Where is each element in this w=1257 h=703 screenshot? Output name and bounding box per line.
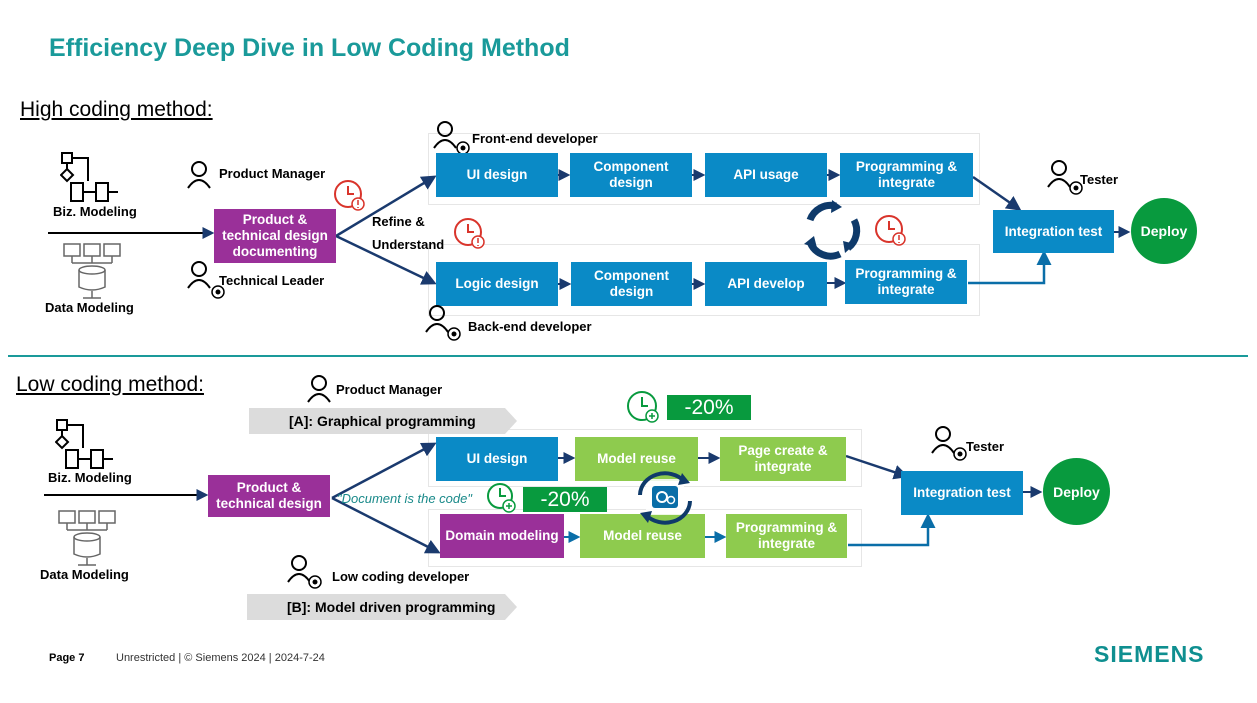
technical-leader-label: Technical Leader [219, 273, 325, 288]
deploy-circle: Deploy [1131, 198, 1197, 264]
step-domain-modeling: Domain modeling [440, 514, 564, 558]
frontend-frame [428, 133, 980, 205]
page-number: Page 7 [49, 652, 85, 664]
low-biz-modeling-label: Biz. Modeling [48, 470, 132, 485]
biz-modeling-icon [60, 152, 118, 202]
low-product-manager-label: Product Manager [336, 382, 443, 397]
clock-icon [875, 215, 906, 246]
step-api-usage: API usage [705, 153, 827, 197]
data-modeling-label: Data Modeling [45, 300, 134, 315]
clock-icon [627, 391, 659, 423]
page-title: Efficiency Deep Dive in Low Coding Metho… [49, 34, 570, 62]
reduction-badge: -20% [523, 487, 607, 512]
chevron-model-driven: [B]: Model driven programming [247, 594, 517, 620]
low-deploy-circle: Deploy [1043, 458, 1110, 525]
step-ui-design-low: UI design [436, 437, 558, 481]
technical-leader-icon [187, 261, 225, 299]
low-data-modeling-label: Data Modeling [40, 567, 129, 582]
chevron-graphical-programming: [A]: Graphical programming [249, 408, 517, 434]
frontend-developer-icon [433, 121, 470, 155]
low-bottom-frame [428, 509, 862, 567]
tester-icon [1047, 160, 1083, 195]
product-manager-icon [187, 161, 211, 189]
integration-test-box: Integration test [993, 210, 1114, 253]
siemens-logo: SIEMENS [1094, 641, 1205, 667]
refine-label: Refine & [372, 214, 425, 229]
pm-design-box: Product & technical design documenting [214, 209, 336, 263]
backend-developer-icon [425, 305, 461, 341]
reduction-badge: -20% [667, 395, 751, 420]
chevron-a-label: [A]: Graphical programming [289, 413, 476, 429]
step-programming-integrate-low: Programming & integrate [726, 514, 847, 558]
biz-modeling-icon [55, 419, 113, 469]
footer-info: Unrestricted | © Siemens 2024 | 2024-7-2… [116, 652, 325, 664]
low-integration-test-box: Integration test [901, 471, 1023, 515]
step-page-create: Page create & integrate [720, 437, 846, 481]
high-coding-heading: High coding method: [20, 98, 213, 121]
step-ui-design: UI design [436, 153, 558, 197]
backend-developer-label: Back-end developer [468, 319, 592, 334]
product-manager-icon [307, 375, 331, 403]
low-coding-developer-icon [287, 555, 322, 589]
document-is-code-label: "Document is the code" [337, 491, 472, 506]
clock-icon [454, 218, 485, 249]
understand-label: Understand [372, 237, 445, 252]
step-component-design-back: Component design [571, 262, 692, 306]
step-model-reuse-top: Model reuse [575, 437, 698, 481]
low-tester-label: Tester [966, 439, 1005, 454]
low-coding-heading: Low coding method: [16, 373, 204, 396]
step-model-reuse-bottom: Model reuse [580, 514, 705, 558]
product-manager-label: Product Manager [219, 166, 326, 181]
tester-label: Tester [1080, 172, 1119, 187]
chevron-b-label: [B]: Model driven programming [287, 599, 496, 615]
low-coding-developer-label: Low coding developer [332, 569, 470, 584]
low-pm-design-box: Product & technical design [208, 475, 330, 517]
tester-icon [931, 426, 967, 461]
low-top-frame [428, 429, 862, 487]
step-logic-design: Logic design [436, 262, 558, 306]
frontend-developer-label: Front-end developer [472, 131, 598, 146]
biz-modeling-label: Biz. Modeling [53, 204, 137, 219]
model-reuse-sync-icon [638, 471, 692, 525]
data-modeling-icon [63, 243, 121, 299]
cycle-icon [804, 200, 861, 260]
step-api-develop: API develop [705, 262, 827, 306]
step-component-design: Component design [570, 153, 692, 197]
clock-icon [334, 180, 365, 211]
data-modeling-icon [58, 510, 116, 566]
step-programming-integrate-back: Programming & integrate [845, 260, 967, 304]
step-programming-integrate: Programming & integrate [840, 153, 973, 197]
clock-icon [487, 483, 516, 513]
